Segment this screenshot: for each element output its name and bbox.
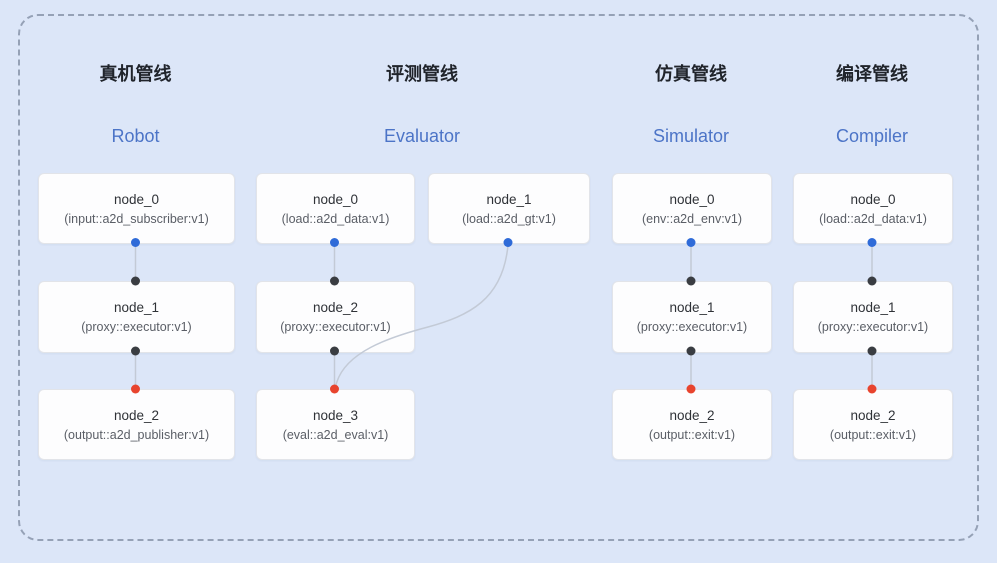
node-robot-0: node_0 (input::a2d_subscriber:v1) <box>38 173 235 244</box>
pipeline-title-compiler-en: Compiler <box>835 126 909 146</box>
pipeline-title-robot-en: Robot <box>111 126 160 146</box>
node-simulator-2: node_2 (output::exit:v1) <box>612 389 772 460</box>
node-compiler-0: node_0 (load::a2d_data:v1) <box>793 173 953 244</box>
node-compiler-1: node_1 (proxy::executor:v1) <box>793 281 953 353</box>
pipeline-title-compiler-zh: 编译管线 <box>836 64 908 84</box>
node-name: node_2 <box>669 407 715 423</box>
node-type: (load::a2d_data:v1) <box>281 211 390 226</box>
node-simulator-0: node_0 (env::a2d_env:v1) <box>612 173 772 244</box>
node-evaluator-1: node_1 (load::a2d_gt:v1) <box>428 173 590 244</box>
node-type: (proxy::executor:v1) <box>817 320 929 334</box>
node-name: node_3 <box>312 407 359 423</box>
node-type: (proxy::executor:v1) <box>280 320 391 334</box>
pipeline-title-evaluator-zh: 评测管线 <box>386 64 458 84</box>
pipeline-title-evaluator-en: Evaluator <box>383 126 461 146</box>
node-name: node_0 <box>113 191 160 207</box>
node-name: node_1 <box>486 191 532 207</box>
node-name: node_0 <box>312 191 359 207</box>
node-compiler-2: node_2 (output::exit:v1) <box>793 389 953 460</box>
node-name: node_1 <box>113 300 160 315</box>
pipeline-title-simulator-zh: 仿真管线 <box>655 64 727 84</box>
node-type: (output::a2d_publisher:v1) <box>63 427 210 442</box>
node-evaluator-2: node_2 (proxy::executor:v1) <box>256 281 415 353</box>
pipeline-title-simulator-en: Simulator <box>652 126 730 146</box>
node-type: (env::a2d_env:v1) <box>641 211 743 226</box>
node-robot-1: node_1 (proxy::executor:v1) <box>38 281 235 353</box>
node-type: (input::a2d_subscriber:v1) <box>64 211 209 226</box>
node-type: (proxy::executor:v1) <box>636 320 748 334</box>
pipeline-title-robot-zh: 真机管线 <box>99 64 172 84</box>
node-evaluator-3: node_3 (eval::a2d_eval:v1) <box>256 389 415 460</box>
node-name: node_0 <box>850 191 896 207</box>
node-type: (eval::a2d_eval:v1) <box>282 427 389 442</box>
node-robot-2: node_2 (output::a2d_publisher:v1) <box>38 389 235 460</box>
node-evaluator-0: node_0 (load::a2d_data:v1) <box>256 173 415 244</box>
node-type: (load::a2d_data:v1) <box>819 211 927 226</box>
node-name: node_1 <box>850 300 896 315</box>
node-name: node_2 <box>850 407 896 423</box>
dashed-frame <box>18 14 979 541</box>
node-simulator-1: node_1 (proxy::executor:v1) <box>612 281 772 353</box>
node-name: node_2 <box>312 300 359 315</box>
node-type: (load::a2d_gt:v1) <box>462 211 556 226</box>
node-type: (output::exit:v1) <box>829 427 917 442</box>
node-name: node_2 <box>113 407 160 423</box>
node-type: (proxy::executor:v1) <box>81 320 192 334</box>
node-name: node_0 <box>669 191 715 207</box>
node-name: node_1 <box>669 300 715 315</box>
node-type: (output::exit:v1) <box>648 427 736 442</box>
